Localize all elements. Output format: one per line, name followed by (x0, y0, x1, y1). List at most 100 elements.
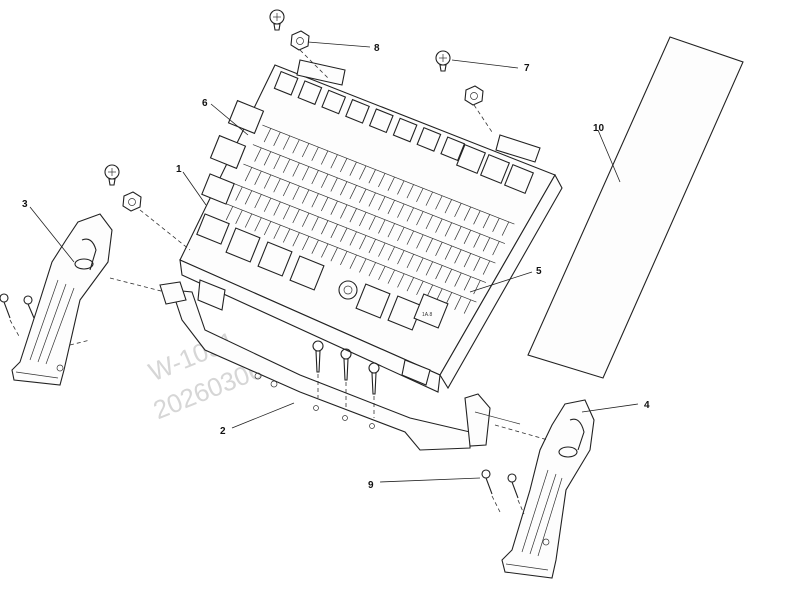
fuse-row-line (224, 202, 477, 303)
bolts-left-edge (0, 293, 35, 339)
callout-7: 7 (524, 63, 530, 74)
screws-part-9 (379, 469, 525, 515)
fuse-slot (482, 260, 491, 275)
fuse-slot (473, 257, 481, 271)
fuse-slot (359, 235, 367, 250)
fuse-row-line (243, 163, 496, 264)
fuse-slot (368, 239, 376, 254)
fuse-slot (235, 209, 243, 224)
fuse-slot (501, 221, 510, 236)
relay (297, 80, 323, 106)
fuse-slot (368, 192, 376, 207)
fuse-slot (263, 151, 272, 166)
fuse-slot (301, 236, 310, 251)
fuse-row-line (252, 144, 506, 244)
fuse-slot (292, 209, 300, 224)
relay (368, 108, 394, 134)
fuse-slot (454, 296, 462, 310)
fuse-slot (263, 174, 272, 189)
fuse-slot (254, 170, 262, 185)
bracket-part-4 (494, 399, 639, 579)
fuse-slot (340, 204, 348, 219)
fuse-row-line (233, 183, 487, 283)
fuse-slot (473, 280, 481, 295)
fuse-slot (282, 182, 291, 197)
fuse-slot (311, 146, 319, 161)
fuse-slot (254, 217, 262, 232)
fuse-slot (244, 213, 253, 228)
fuse-slot (273, 201, 281, 216)
screws-center (312, 340, 380, 418)
screw-center-2 (340, 348, 352, 408)
fuse-slot (378, 173, 386, 188)
fuse-slot (368, 262, 376, 277)
fuse-slot (321, 220, 329, 235)
fuse-slot (397, 227, 405, 242)
fuse-slot (359, 258, 367, 273)
fuse-slot (425, 191, 433, 206)
fuse-slot (444, 245, 453, 260)
leader-6 (210, 103, 249, 136)
fuse-slot (368, 215, 376, 230)
leader-1 (182, 171, 207, 206)
fuse-slot (387, 269, 395, 284)
fuse-slot (340, 251, 348, 266)
fuse-slot (406, 254, 414, 269)
fuse-slot (378, 266, 386, 281)
mounting-plate-part-2 (159, 281, 521, 451)
fuse-slot (292, 162, 300, 177)
fuse-slot (387, 200, 395, 215)
callout-8: 8 (374, 43, 380, 54)
callout-1: 1 (176, 164, 182, 175)
fuse-slot (444, 222, 453, 237)
fuse-slot (406, 230, 414, 245)
fuse-slot (482, 237, 491, 252)
relay (273, 70, 299, 96)
fuse-slot (263, 128, 272, 143)
fuse-slot (292, 185, 300, 200)
fuse-slot (282, 158, 291, 173)
relay (416, 126, 442, 152)
fuse-slot (359, 212, 367, 227)
fuse-slot (463, 230, 472, 244)
fuse-slot (454, 203, 462, 218)
fuse-slot (254, 194, 262, 209)
fuse-slot (463, 276, 472, 291)
fuse-slot (301, 166, 310, 181)
fuse-slot (473, 210, 481, 225)
fuse-slot (406, 184, 414, 199)
fuse-slot (378, 196, 386, 211)
fuse-slot (368, 169, 376, 184)
fuse-slot (330, 224, 338, 239)
relay (321, 89, 347, 115)
fuse-slot (435, 218, 443, 233)
fuse-slot (425, 215, 433, 230)
fuse-row-line (262, 124, 515, 225)
fuse-slot (244, 167, 253, 182)
fuse-slot (330, 177, 338, 192)
fuse-slot (492, 218, 500, 232)
fuse-slot (378, 242, 386, 257)
fuse-slot (416, 257, 424, 272)
fuse-slot (263, 197, 272, 212)
screw-center-3 (368, 362, 380, 418)
fuse-slot (349, 208, 357, 223)
fuse-slot (301, 189, 310, 204)
fuse-slot (444, 199, 452, 214)
fuse-slot (235, 186, 243, 201)
callout-4: 4 (644, 400, 650, 411)
fuse-slot (463, 299, 472, 314)
screw-washer-part-7 (435, 50, 519, 133)
fuse-slot (339, 158, 348, 173)
fuse-slot (416, 281, 424, 296)
fuse-slot (349, 185, 357, 200)
fuse-slot (282, 205, 291, 220)
screw-center-1 (312, 340, 324, 398)
fuse-slot (463, 253, 472, 268)
relay-label: 1A.8 (422, 312, 433, 318)
fuse-slot (359, 188, 367, 203)
callout-3: 3 (22, 199, 28, 210)
fuse-grid (224, 124, 515, 314)
leader-5 (469, 271, 533, 293)
fuse-slot (273, 224, 281, 239)
